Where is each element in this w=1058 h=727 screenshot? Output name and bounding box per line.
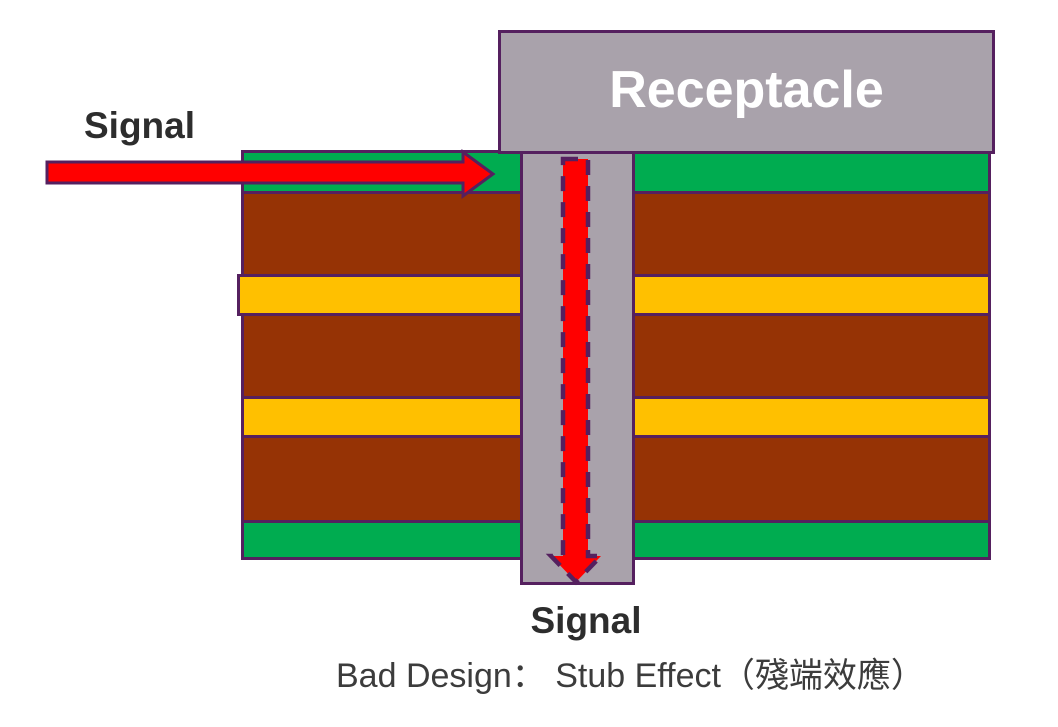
caption-text: Bad Design： Stub Effect（殘端效應） — [336, 657, 925, 695]
receptacle-box: Receptacle — [498, 30, 995, 154]
signal-out-label: Signal — [530, 600, 642, 641]
via-stub — [520, 151, 635, 585]
receptacle-label: Receptacle — [609, 61, 884, 119]
signal-in-label: Signal — [84, 105, 196, 146]
